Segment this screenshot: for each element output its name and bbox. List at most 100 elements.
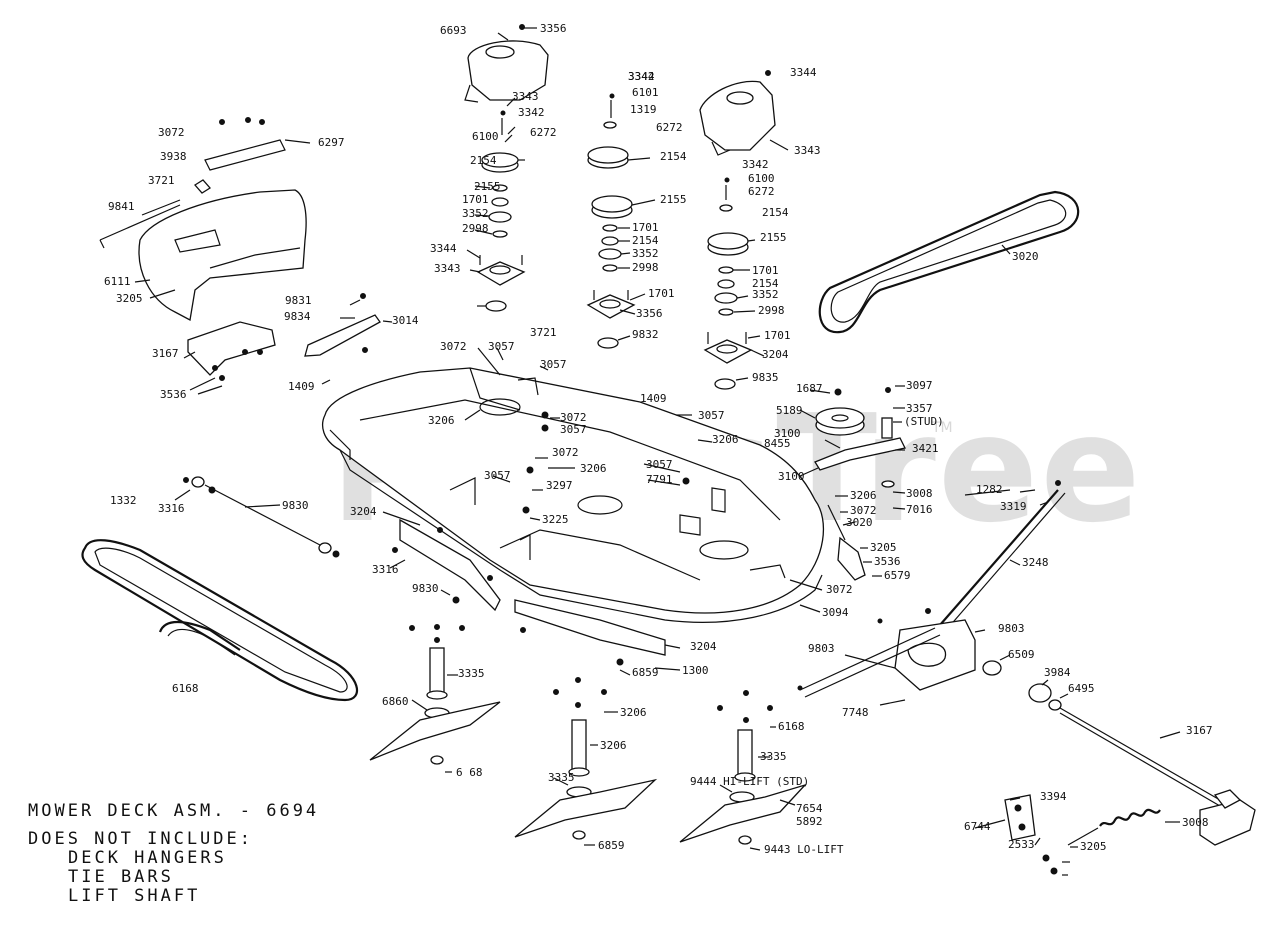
part-number-label: 3938	[160, 150, 187, 163]
part-number-label: 9830	[412, 582, 439, 595]
note-line-4: LIFT SHAFT	[68, 886, 201, 906]
part-number-label: 3014	[392, 314, 419, 327]
part-number-label: 7016	[906, 503, 933, 516]
part-number-label: 3072	[850, 504, 877, 517]
part-number-label: 1319	[630, 103, 657, 116]
bracket-7748	[1004, 794, 1036, 841]
part-number-label: 9830	[282, 499, 309, 512]
hardware-fasteners	[183, 24, 1061, 875]
part-number-label: 9832	[632, 328, 659, 341]
part-number-label: 3072	[826, 583, 853, 596]
part-number-label: 2154	[660, 150, 687, 163]
lift-linkage	[799, 489, 1256, 846]
part-number-label: 8455	[764, 437, 791, 450]
part-number-label: 3094	[822, 606, 849, 619]
part-number-label: 2155	[660, 193, 687, 206]
part-number-label: 3342	[628, 70, 655, 83]
part-number-label: 1409	[640, 392, 667, 405]
part-number-label: 3204	[350, 505, 377, 518]
part-number-label: 3204	[690, 640, 717, 653]
part-number-label: 6 68	[456, 766, 483, 779]
part-number-label: 3356	[540, 22, 567, 35]
part-number-label: 3100	[774, 427, 801, 440]
part-number-label: 3721	[148, 174, 175, 187]
part-number-label: 3343	[794, 144, 821, 157]
part-number-label: 2998	[632, 261, 659, 274]
part-number-label: 2998	[462, 222, 489, 235]
note-line-3: TIE BARS	[68, 867, 174, 887]
part-number-label: 6495	[1068, 682, 1095, 695]
part-number-label: 3206	[712, 433, 739, 446]
part-number-label: 2154	[632, 234, 659, 247]
part-number-label: 6744	[964, 820, 991, 833]
part-number-label: 3319	[1000, 500, 1027, 513]
part-number-label: 3248	[1022, 556, 1049, 569]
part-number-label: 3225	[542, 513, 569, 526]
part-number-label: 6272	[530, 126, 557, 139]
part-number-label: 9835	[752, 371, 779, 384]
spindle-assembly-right	[699, 80, 776, 390]
part-number-label: 3343	[434, 262, 461, 275]
part-number-label: 3352	[632, 247, 659, 260]
part-number-label: 1300	[682, 664, 709, 677]
part-number-label: 3097	[906, 379, 933, 392]
part-number-label: 3297	[546, 479, 573, 492]
part-number-label: 3721	[530, 326, 557, 339]
part-number-label: 2154	[762, 206, 789, 219]
part-number-label: 3205	[1080, 840, 1107, 853]
note-line-2: DECK HANGERS	[68, 848, 227, 868]
spring-6744	[1067, 808, 1161, 846]
part-number-label: 3352	[752, 288, 779, 301]
part-number-label: 6272	[748, 185, 775, 198]
baffle-9830-left	[399, 518, 501, 612]
part-number-label: 3206	[850, 489, 877, 502]
part-number-label: 3008	[906, 487, 933, 500]
part-number-label: 3020	[1012, 250, 1039, 263]
part-number-label: 1701	[752, 264, 779, 277]
part-number-label: 9444 HI-LIFT (STD)	[690, 775, 809, 788]
baffle-9830-right	[514, 599, 666, 656]
part-number-label: 6101	[632, 86, 659, 99]
part-number-label: 3335	[760, 750, 787, 763]
part-number-label: 1701	[648, 287, 675, 300]
mower-deck-housing	[322, 367, 825, 623]
part-number-label: 6100	[748, 172, 775, 185]
part-number-label: 9831	[285, 294, 312, 307]
part-number-label: 6100	[472, 130, 499, 143]
part-number-label: 7791	[646, 473, 673, 486]
part-number-label: 1332	[110, 494, 137, 507]
part-number-label: 6168	[778, 720, 805, 733]
part-number-label: 3536	[874, 555, 901, 568]
part-number-label: 2533	[1008, 838, 1035, 851]
part-number-label: 2155	[474, 180, 501, 193]
part-number-label: 3343	[512, 90, 539, 103]
part-number-label: 3335	[458, 667, 485, 680]
part-number-label: 6168	[172, 682, 199, 695]
part-number-label: 3316	[372, 563, 399, 576]
part-number-label: 1701	[632, 221, 659, 234]
part-number-label: 3020	[846, 516, 873, 529]
blade-assembly-center	[514, 719, 658, 840]
part-number-label: 3057	[646, 458, 673, 471]
part-number-label: 3984	[1044, 666, 1071, 679]
part-number-label: 3057	[698, 409, 725, 422]
part-number-label: 6579	[884, 569, 911, 582]
part-number-label: 3421	[912, 442, 939, 455]
part-number-label: 3204	[762, 348, 789, 361]
part-number-label: 3206	[620, 706, 647, 719]
part-number-label: 3344	[628, 70, 655, 83]
part-number-label: 3352	[462, 207, 489, 220]
part-number-label: 1409	[288, 380, 315, 393]
note-title: MOWER DECK ASM. - 6694	[28, 801, 320, 821]
note-line-1: DOES NOT INCLUDE:	[28, 829, 253, 849]
part-number-label: 3394	[1040, 790, 1067, 803]
part-number-label: 3057	[540, 358, 567, 371]
part-number-label: 5892	[796, 815, 823, 828]
part-number-label: 3072	[560, 411, 587, 424]
part-number-label: 3057	[560, 423, 587, 436]
part-number-label: 3342	[742, 158, 769, 171]
part-number-label: 9803	[808, 642, 835, 655]
part-number-label: 3357	[906, 402, 933, 415]
